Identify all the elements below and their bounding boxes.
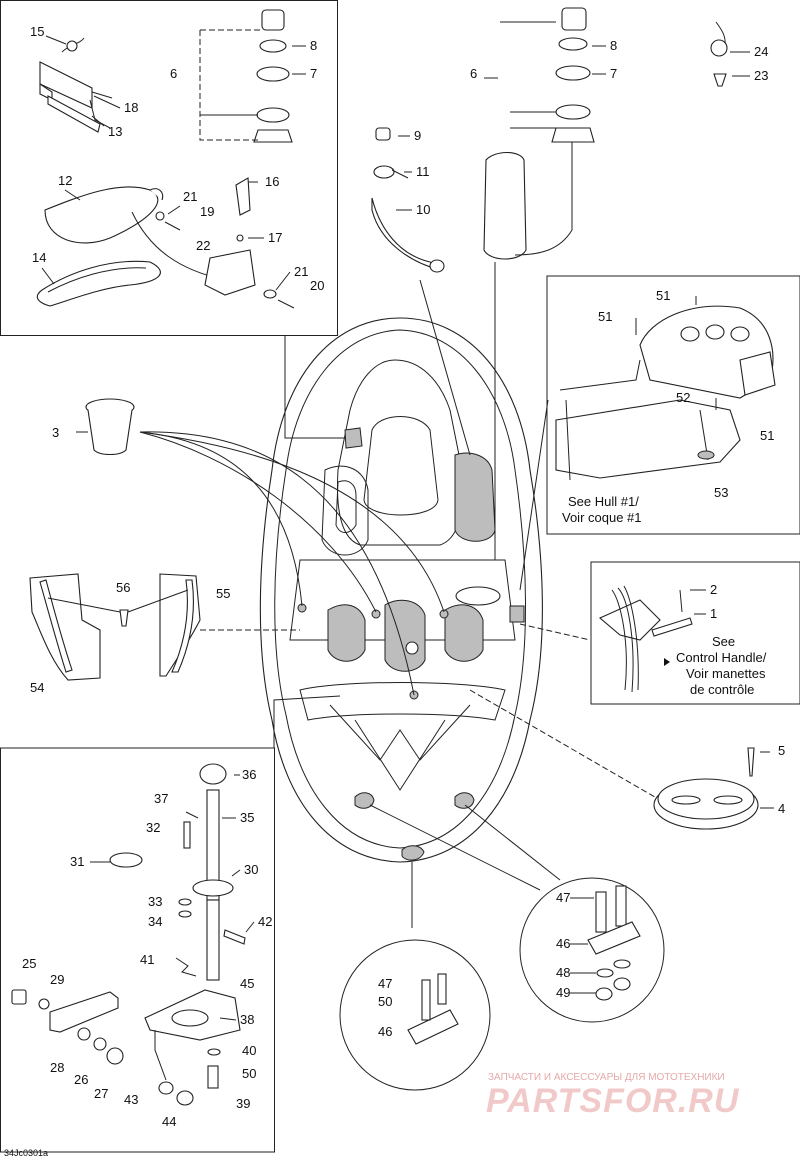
callout-12: 12 <box>58 173 72 188</box>
callout-46-right: 46 <box>556 936 570 951</box>
callout-52: 52 <box>676 390 690 405</box>
callout-3: 3 <box>52 425 59 440</box>
callout-42: 42 <box>258 914 272 929</box>
callout-53: 53 <box>714 485 728 500</box>
watercraft-hull-deck <box>259 317 543 863</box>
hull-note-line1: See Hull #1/ <box>568 494 639 509</box>
arrow-right-icon <box>664 658 670 666</box>
callout-37: 37 <box>154 791 168 806</box>
callout-1: 1 <box>710 606 717 621</box>
callout-5: 5 <box>778 743 785 758</box>
callout-40: 40 <box>242 1043 256 1058</box>
handle-note-line4: de contrôle <box>690 682 754 697</box>
callout-56: 56 <box>116 580 130 595</box>
top-center-parts <box>371 7 728 273</box>
callout-7-left: 7 <box>310 66 317 81</box>
callout-2: 2 <box>710 582 717 597</box>
detail-circle-right <box>519 877 665 1023</box>
control-handle-parts <box>598 585 693 693</box>
callout-23: 23 <box>754 68 768 83</box>
detail-circle-left <box>339 939 491 1091</box>
leader-lines <box>139 262 661 928</box>
callout-44: 44 <box>162 1114 176 1129</box>
seat-parts-box <box>0 0 338 336</box>
watermark-brand: PARTSFOR.RU <box>486 1082 740 1120</box>
callout-47-left: 47 <box>378 976 392 991</box>
callout-24: 24 <box>754 44 768 59</box>
callout-6-left: 6 <box>170 66 177 81</box>
callout-21-upper: 21 <box>183 189 197 204</box>
callout-26: 26 <box>74 1072 88 1087</box>
callout-27: 27 <box>94 1086 108 1101</box>
callout-31: 31 <box>70 854 84 869</box>
callout-34: 34 <box>148 914 162 929</box>
callout-25: 25 <box>22 956 36 971</box>
callout-30: 30 <box>244 862 258 877</box>
callout-38: 38 <box>240 1012 254 1027</box>
callout-14: 14 <box>32 250 46 265</box>
callout-50-steering: 50 <box>242 1066 256 1081</box>
handle-note-line3: Voir manettes <box>686 666 766 681</box>
callout-28: 28 <box>50 1060 64 1075</box>
callout-39: 39 <box>236 1096 250 1111</box>
callout-8-right: 8 <box>610 38 617 53</box>
callout-ticks <box>41 35 774 1021</box>
callout-51-top: 51 <box>656 288 670 303</box>
control-handle-box <box>590 561 800 705</box>
callout-21-lower: 21 <box>294 264 308 279</box>
callout-9: 9 <box>414 128 421 143</box>
callout-54: 54 <box>30 680 44 695</box>
steering-parts-box <box>0 747 275 1153</box>
control-handle-reference-note: See Control Handle/ Voir manettes de con… <box>664 634 767 697</box>
callout-22: 22 <box>196 238 210 253</box>
callout-labels: 15 6 8 7 18 13 12 21 19 16 17 22 14 21 2… <box>22 24 785 1129</box>
callout-6-right: 6 <box>470 66 477 81</box>
callout-13: 13 <box>108 124 122 139</box>
callout-29: 29 <box>50 972 64 987</box>
hull-note-line2: Voir coque #1 <box>562 510 642 525</box>
side-panel-parts <box>29 573 201 681</box>
callout-46-left: 46 <box>378 1024 392 1039</box>
callout-16: 16 <box>265 174 279 189</box>
callout-15: 15 <box>30 24 44 39</box>
callout-51-left: 51 <box>598 309 612 324</box>
drawing-code: 34Jc0301a <box>4 1148 48 1158</box>
callout-51-right: 51 <box>760 428 774 443</box>
callout-20: 20 <box>310 278 324 293</box>
callout-32: 32 <box>146 820 160 835</box>
bumper-ring <box>653 747 759 830</box>
callout-55: 55 <box>216 586 230 601</box>
hull-detail-parts <box>555 296 776 481</box>
callout-48: 48 <box>556 965 570 980</box>
callout-4: 4 <box>778 801 785 816</box>
callout-17: 17 <box>268 230 282 245</box>
callout-50-left: 50 <box>378 994 392 1009</box>
callout-8-left: 8 <box>310 38 317 53</box>
callout-43: 43 <box>124 1092 138 1107</box>
callout-11: 11 <box>416 164 430 179</box>
watermark: ЗАПЧАСТИ И АКСЕССУАРЫ ДЛЯ МОТОТЕХНИКИ PA… <box>486 1072 740 1120</box>
callout-45: 45 <box>240 976 254 991</box>
callout-7-right: 7 <box>610 66 617 81</box>
hull-reference-note: See Hull #1/ Voir coque #1 <box>562 494 642 525</box>
callout-10: 10 <box>416 202 430 217</box>
seat-box-parts <box>36 9 295 309</box>
steering-box-parts <box>11 763 246 1106</box>
callout-19: 19 <box>200 204 214 219</box>
watermark-tagline: ЗАПЧАСТИ И АКСЕССУАРЫ ДЛЯ МОТОТЕХНИКИ <box>488 1072 725 1083</box>
callout-35: 35 <box>240 810 254 825</box>
callout-49: 49 <box>556 985 570 1000</box>
handle-note-line1: See <box>712 634 735 649</box>
callout-18: 18 <box>124 100 138 115</box>
callout-47-right: 47 <box>556 890 570 905</box>
handle-note-line2: Control Handle/ <box>676 650 767 665</box>
storage-cup <box>85 398 135 456</box>
callout-41: 41 <box>140 952 154 967</box>
callout-33: 33 <box>148 894 162 909</box>
callout-36: 36 <box>242 767 256 782</box>
